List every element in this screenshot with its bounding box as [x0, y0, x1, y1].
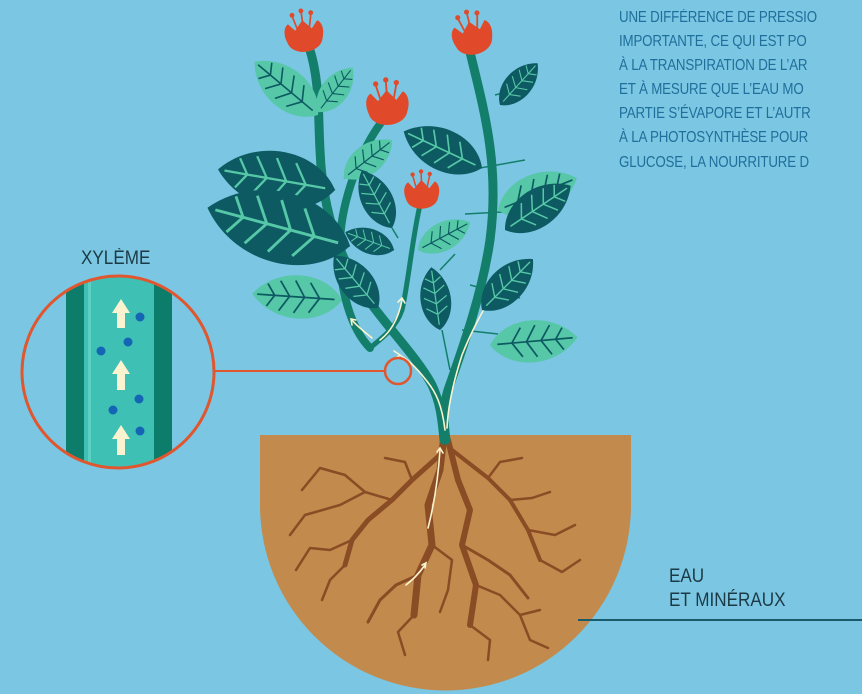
caption-line: IMPORTANTE, CE QUI EST PO — [619, 30, 843, 54]
caption-line: GLUCOSE, LA NOURRITURE D — [619, 151, 843, 175]
caption-line: À LA PHOTOSYNTHÈSE POUR — [619, 126, 843, 150]
xylem-callout — [214, 358, 411, 384]
caption-line: À LA TRANSPIRATION DE L’AR — [619, 54, 843, 78]
water-minerals-label: EAU ET MINÉRAUX — [669, 565, 786, 613]
xylem-label: XYLÈME — [81, 247, 150, 271]
caption-line: PARTIE S’ÉVAPORE ET L’AUTR — [619, 102, 843, 126]
caption-line: ET À MESURE QUE L’EAU MO — [619, 78, 843, 102]
water-label-line-2: ET MINÉRAUX — [669, 589, 786, 613]
water-label-line-1: EAU — [669, 565, 786, 589]
xylem-zoom — [22, 270, 214, 480]
leaves — [198, 47, 584, 366]
caption-text: UNE DIFFÉRENCE DE PRESSIO IMPORTANTE, CE… — [619, 6, 843, 175]
caption-line: UNE DIFFÉRENCE DE PRESSIO — [619, 6, 843, 30]
